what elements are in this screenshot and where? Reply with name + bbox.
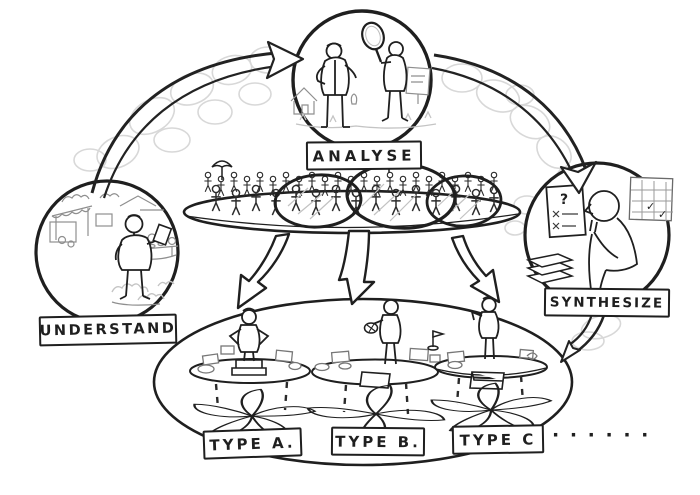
group-hatching (287, 183, 481, 222)
down-arrow-3 (450, 234, 501, 304)
analyse-circle (290, 9, 437, 151)
type-b-station (302, 299, 450, 446)
segment-ellipses (273, 162, 503, 230)
arrow-synthesize-to-types (560, 313, 606, 363)
understand-circle (34, 179, 180, 325)
umbrella-icon (211, 160, 233, 180)
synthesize-label: SYNTHESIZE (543, 287, 671, 318)
type-b-figure (363, 299, 402, 365)
paper-stack (525, 253, 575, 284)
type-c-label: TYPE C (451, 424, 545, 455)
down-arrow-2 (337, 229, 376, 306)
check-icon: ✓ (646, 200, 655, 213)
type-c-figure (470, 296, 500, 360)
down-arrow-1 (236, 232, 291, 310)
question-paper: ? (545, 183, 587, 239)
dashed-links-a (214, 381, 289, 411)
background-sketch (290, 66, 431, 115)
dashed-links-b (342, 382, 410, 415)
split-arrows (236, 229, 501, 310)
understand-label: UNDERSTAND (38, 313, 178, 347)
type-a-station (187, 307, 318, 443)
more-types-ellipsis: · · · · · · (552, 423, 651, 446)
magnifying-glass-icon (361, 21, 385, 63)
type-c-station (425, 296, 553, 436)
arrow-analyse-to-synthesize (431, 53, 598, 195)
type-a-label: TYPE A. (202, 427, 303, 460)
dashed-links-c (455, 375, 525, 405)
segment-ellipse-1 (273, 173, 363, 229)
observer-figure (114, 214, 173, 300)
segment-ellipse-3 (425, 174, 503, 228)
grass-scribbles (295, 110, 437, 129)
type-b-label: TYPE B. (330, 426, 426, 457)
type-a-figure (228, 307, 270, 362)
check-icon: ✓ (658, 208, 667, 221)
analyse-label: ANALYSE (305, 140, 423, 171)
synthesize-circle: ? ✓ ✓ (523, 161, 674, 309)
marker-flag-icon (427, 329, 446, 351)
checklist-grid: ✓ ✓ (628, 176, 674, 222)
two-people-talking (315, 41, 409, 128)
arrow-understand-to-analyse (90, 40, 305, 199)
question-mark-glyph: ? (560, 192, 568, 208)
